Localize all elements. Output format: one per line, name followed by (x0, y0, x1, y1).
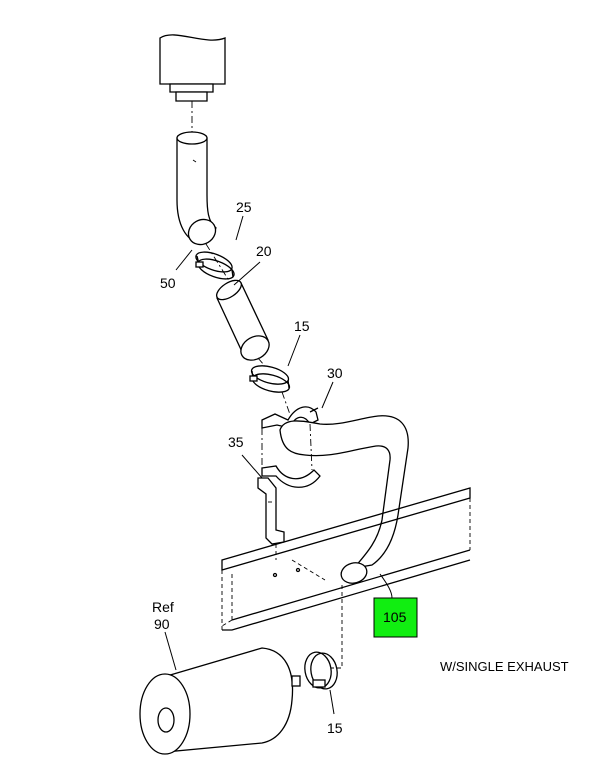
caption: W/SINGLE EXHAUST (440, 659, 569, 674)
clamp-30-lower (261, 465, 321, 488)
callout-105: 105 (383, 609, 407, 625)
callout-25: 25 (236, 199, 252, 215)
pipe-20 (216, 279, 270, 361)
clamp-15-upper (249, 365, 291, 393)
clamp-25 (195, 251, 235, 280)
tailpipe-105 (279, 415, 409, 584)
muffler-90 (139, 647, 301, 755)
bracket-35 (257, 477, 285, 545)
callout-20: 20 (256, 243, 272, 259)
callout-30: 30 (327, 365, 343, 381)
frame-rail (221, 487, 471, 631)
clamp-15-lower (304, 651, 338, 690)
highlight-box-105 (373, 597, 418, 638)
callout-ref: Ref (152, 599, 174, 615)
callout-90: 90 (154, 616, 170, 632)
turbo-outlet (159, 34, 226, 102)
callout-15-upper: 15 (294, 318, 310, 334)
pipe-50 (176, 131, 217, 246)
callout-35: 35 (228, 434, 244, 450)
callout-15-lower: 15 (327, 720, 343, 736)
callout-50: 50 (160, 275, 176, 291)
